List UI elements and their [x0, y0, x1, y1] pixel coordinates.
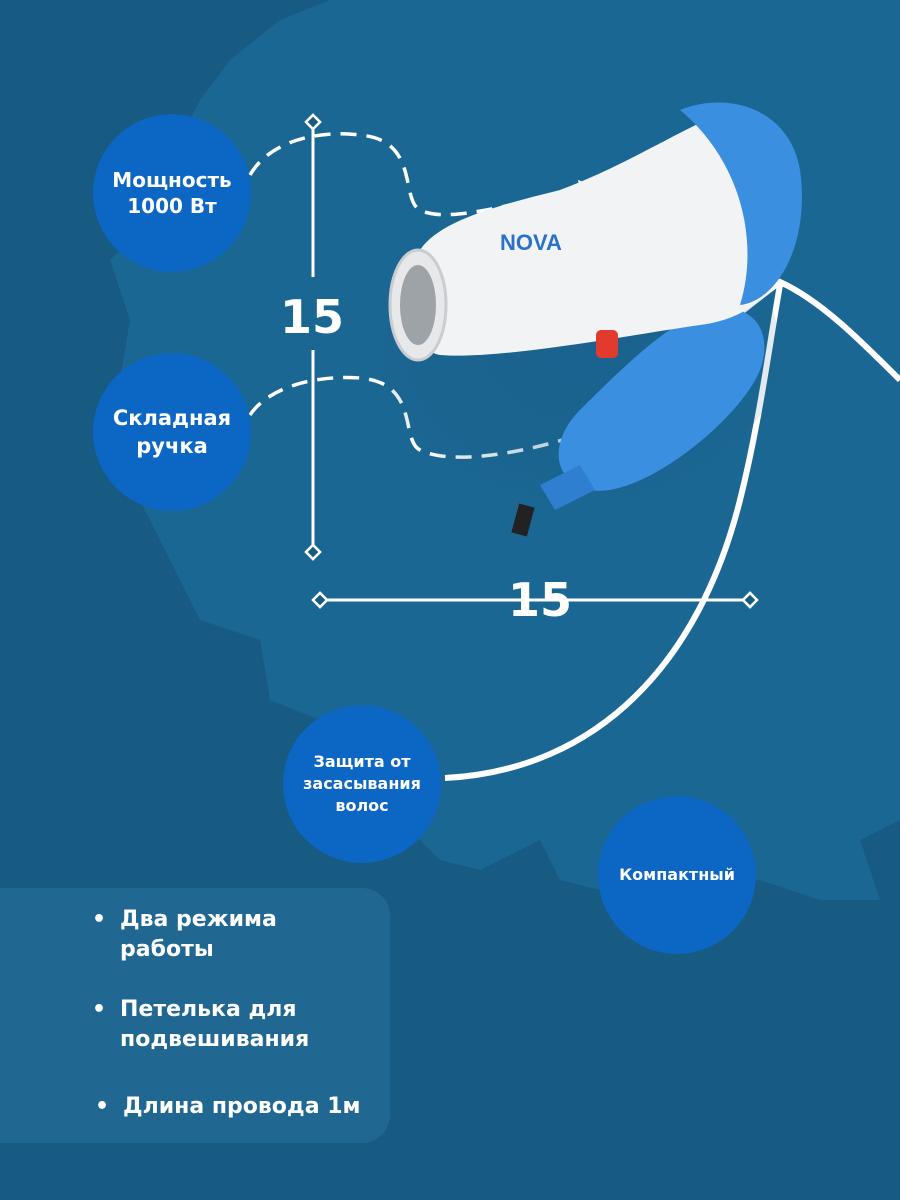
hair-guard-badge-text: Защита от засасывания волос: [303, 752, 421, 815]
bullet-icon: •: [92, 997, 107, 1022]
hair-dryer-body: [409, 110, 797, 356]
hair-dryer-switch: [596, 330, 618, 358]
hair-guard-badge: Защита от засасывания волос: [283, 705, 441, 863]
power-badge: Мощность 1000 Вт: [93, 114, 251, 272]
folding-handle-badge: Складная ручка: [93, 353, 251, 511]
feature-text: Длина провода 1м: [123, 1094, 361, 1119]
brand-logo: NOVA: [500, 230, 562, 255]
height-dimension-marker-bottom: [304, 543, 322, 561]
feature-item: • Длина провода 1м: [95, 1092, 393, 1122]
compact-badge: Компактный: [598, 796, 756, 954]
folding-handle-badge-text: Складная ручка: [112, 406, 232, 458]
power-badge-text: Мощность 1000 Вт: [112, 168, 232, 218]
feature-item: • Петелька для подвешивания: [92, 995, 380, 1055]
compact-badge-text: Компактный: [619, 865, 735, 884]
width-dimension-marker-right: [741, 591, 759, 609]
height-dimension-marker-top: [304, 113, 322, 131]
features-panel: [0, 888, 390, 1143]
hair-dryer-rear-cap: [680, 102, 802, 305]
height-dimension-label: 15: [280, 290, 345, 344]
feature-item: • Два режима работы: [92, 905, 380, 965]
width-dimension-marker-left: [311, 591, 329, 609]
hair-dryer-handle: [558, 308, 765, 491]
power-dashed-arrow: [248, 132, 586, 217]
bullet-icon: •: [92, 907, 107, 932]
feature-text: Два режима работы: [120, 907, 277, 962]
bullet-icon: •: [95, 1094, 110, 1119]
width-dimension-label: 15: [508, 573, 573, 627]
feature-text: Петелька для подвешивания: [120, 997, 310, 1052]
hair-dryer-image: NOVA: [380, 102, 802, 537]
